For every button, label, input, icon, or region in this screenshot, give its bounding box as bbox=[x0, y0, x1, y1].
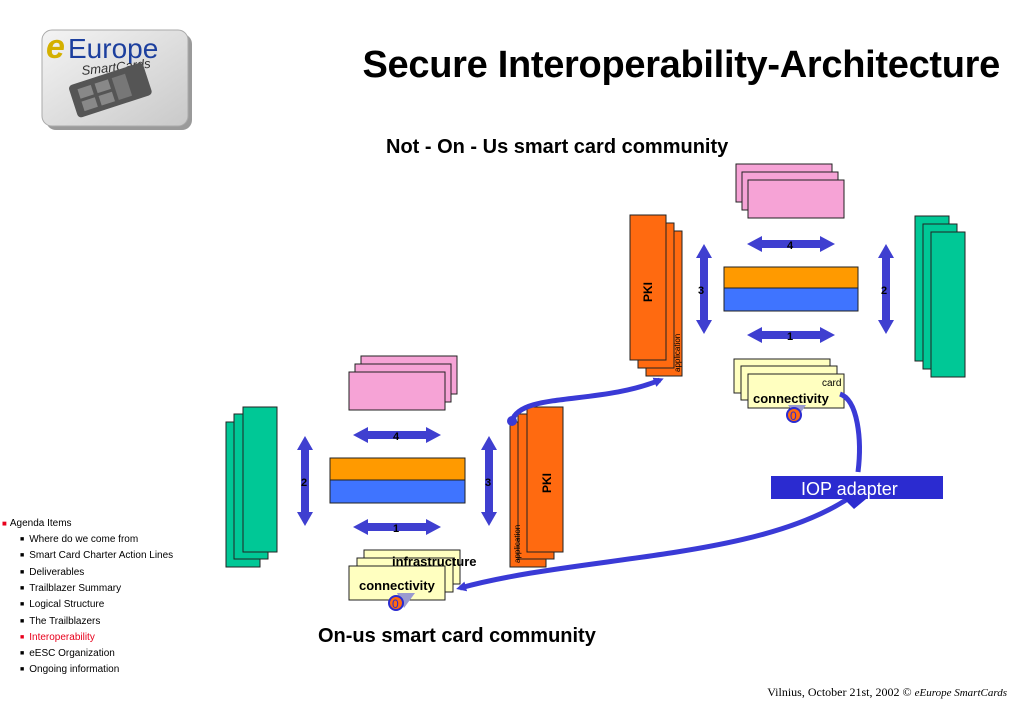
right-green-panels bbox=[914, 215, 966, 378]
arrow-origin-dot bbox=[507, 416, 517, 426]
right-arrow-3: 3 bbox=[696, 244, 712, 334]
bullet-icon: ■ bbox=[20, 617, 25, 625]
arrow-card-to-adapter bbox=[838, 391, 862, 473]
bullet-icon: ■ bbox=[20, 601, 25, 609]
svg-text:2: 2 bbox=[881, 285, 887, 297]
svg-text:1: 1 bbox=[787, 331, 793, 343]
agenda-item[interactable]: ■ Ongoing information bbox=[20, 664, 119, 675]
agenda-item[interactable]: ■ Deliverables bbox=[20, 567, 84, 578]
svg-text:3: 3 bbox=[485, 477, 491, 489]
left-arrow-1: 1 bbox=[353, 519, 441, 535]
svg-text:1: 1 bbox=[393, 523, 399, 535]
agenda-title: ■Agenda Items bbox=[2, 518, 72, 529]
left-green-panels bbox=[225, 406, 278, 568]
right-pink-layers bbox=[735, 163, 845, 219]
right-application-label: application bbox=[673, 334, 682, 372]
right-node-0: 0 bbox=[786, 405, 806, 423]
left-pki-label: PKI bbox=[540, 473, 554, 493]
right-card-label: card bbox=[822, 378, 841, 389]
svg-text:4: 4 bbox=[787, 240, 794, 252]
agenda-item-label: eESC Organization bbox=[29, 648, 115, 660]
bullet-icon: ■ bbox=[20, 633, 25, 641]
left-pink-layers bbox=[348, 355, 458, 411]
agenda-item-label: Smart Card Charter Action Lines bbox=[29, 550, 174, 562]
iop-adapter-label: IOP adapter bbox=[801, 479, 898, 499]
agenda-item-label: Interoperability bbox=[29, 631, 95, 643]
footer-brand: eEurope SmartCards bbox=[914, 687, 1007, 699]
agenda-item-label: Trailblazer Summary bbox=[29, 582, 122, 594]
left-arrow-4: 4 bbox=[353, 427, 441, 443]
left-application-label: application bbox=[513, 525, 522, 563]
agenda-item-label: Ongoing information bbox=[29, 664, 120, 676]
svg-text:0: 0 bbox=[392, 597, 399, 611]
right-pki-panels: PKI application bbox=[629, 214, 683, 377]
left-infrastructure-label: infrastructure bbox=[392, 554, 477, 569]
arrow-adapter-to-left-connectivity bbox=[456, 493, 854, 592]
left-core-layers bbox=[329, 457, 466, 504]
slide-title: Secure Interoperability-Architecture bbox=[362, 44, 1000, 86]
left-arrow-2: 2 bbox=[297, 436, 313, 526]
footer: Vilnius, October 21st, 2002 © eEurope Sm… bbox=[767, 685, 1007, 700]
agenda-item[interactable]: ■ Trailblazer Summary bbox=[20, 583, 121, 594]
not-on-us-community-label: Not - On - Us smart card community bbox=[386, 136, 729, 158]
svg-text:0: 0 bbox=[790, 409, 797, 423]
agenda-item[interactable]: ■ Where do we come from bbox=[20, 534, 138, 545]
right-pki-label: PKI bbox=[641, 282, 655, 302]
left-arrow-3: 3 bbox=[481, 436, 497, 526]
right-arrow-4: 4 bbox=[747, 236, 835, 252]
bullet-icon: ■ bbox=[20, 552, 25, 560]
left-connectivity-label: connectivity bbox=[359, 578, 436, 593]
arrow-left-pki-to-right-application bbox=[509, 377, 664, 423]
left-node-0: 0 bbox=[388, 593, 415, 611]
agenda-item-label: Deliverables bbox=[29, 566, 85, 578]
right-connectivity-label: connectivity bbox=[753, 391, 830, 406]
agenda-item[interactable]: ■ Logical Structure bbox=[20, 599, 104, 610]
on-us-community-label: On-us smart card community bbox=[318, 625, 596, 647]
right-arrow-2: 2 bbox=[878, 244, 894, 334]
logo-europe: Europe bbox=[68, 33, 158, 64]
right-core-layers bbox=[723, 266, 859, 312]
right-card-connectivity: card connectivity bbox=[733, 358, 845, 409]
agenda-item-label: Where do we come from bbox=[29, 534, 139, 545]
iop-adapter-box: IOP adapter bbox=[771, 476, 943, 509]
bullet-icon: ■ bbox=[20, 536, 25, 543]
logo-e: e bbox=[46, 28, 65, 66]
left-pki-panels: PKI application bbox=[509, 406, 564, 568]
agenda-item[interactable]: ■ Interoperability bbox=[20, 632, 95, 643]
bullet-icon: ■ bbox=[20, 666, 25, 674]
bullet-icon: ■ bbox=[20, 650, 25, 658]
svg-text:4: 4 bbox=[393, 431, 400, 443]
right-arrow-1: 1 bbox=[747, 327, 835, 343]
agenda-item[interactable]: ■ Smart Card Charter Action Lines bbox=[20, 550, 173, 561]
eeurope-smartcards-logo: e Europe SmartCards bbox=[40, 28, 195, 133]
bullet-icon: ■ bbox=[20, 584, 25, 592]
svg-text:2: 2 bbox=[301, 477, 307, 489]
bullet-icon: ■ bbox=[20, 568, 25, 576]
svg-text:3: 3 bbox=[698, 285, 704, 297]
agenda-item[interactable]: ■ eESC Organization bbox=[20, 648, 115, 659]
agenda-item[interactable]: ■ The Trailblazers bbox=[20, 616, 100, 627]
agenda-item-label: Logical Structure bbox=[29, 599, 105, 611]
footer-text: Vilnius, October 21st, 2002 © bbox=[767, 685, 915, 699]
agenda-item-label: The Trailblazers bbox=[29, 615, 101, 627]
left-infrastructure-connectivity: infrastructure connectivity bbox=[348, 549, 477, 601]
